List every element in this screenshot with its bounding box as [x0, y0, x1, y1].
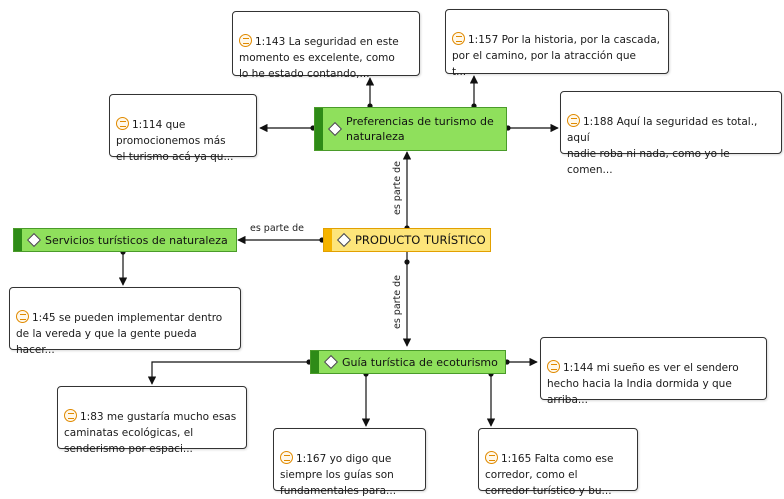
quotation-icon: [280, 451, 293, 464]
quotation-icon: [64, 409, 77, 422]
quote-1-45[interactable]: 1:45 se pueden implementar dentro de la …: [9, 287, 241, 356]
quote-text: 1:157 Por la historia, por la cascada, p…: [452, 34, 661, 78]
code-label: Guía turística de ecoturismo: [342, 355, 498, 369]
quotation-icon: [485, 451, 498, 464]
quote-1-167[interactable]: 1:167 yo digo que siempre los guías son …: [273, 428, 426, 497]
code-diamond-icon: [323, 354, 339, 370]
quote-text: 1:165 Falta como ese corredor, como el c…: [485, 453, 614, 497]
quote-text: 1:144 mi sueño es ver el sendero hecho h…: [547, 362, 739, 406]
quote-1-165[interactable]: 1:165 Falta como ese corredor, como el c…: [478, 428, 638, 497]
quote-1-83[interactable]: 1:83 me gustaría mucho esas caminatas ec…: [57, 386, 247, 455]
code-producto-turistico[interactable]: PRODUCTO TURÍSTICO: [323, 228, 491, 252]
edge-guia-q83: [147, 361, 309, 385]
code-preferencias[interactable]: Preferencias de turismo de naturaleza: [314, 107, 507, 151]
quote-text: 1:167 yo digo que siempre los guías son …: [280, 453, 397, 497]
quotation-icon: [567, 114, 580, 127]
quotation-icon: [239, 34, 252, 47]
code-label: Preferencias de turismo de naturaleza: [346, 115, 494, 143]
code-diamond-icon: [26, 232, 42, 248]
quote-1-144[interactable]: 1:144 mi sueño es ver el sendero hecho h…: [540, 337, 767, 406]
quote-text: 1:188 Aquí la seguridad es total., aquí …: [567, 116, 758, 176]
quote-1-188[interactable]: 1:188 Aquí la seguridad es total., aquí …: [560, 91, 782, 176]
quote-text: 1:114 que promocionemos más el turismo a…: [116, 119, 234, 163]
relation-label-servicios: es parte de: [250, 223, 304, 234]
quote-1-114[interactable]: 1:114 que promocionemos más el turismo a…: [109, 94, 257, 163]
quote-text: 1:45 se pueden implementar dentro de la …: [16, 312, 223, 356]
quotation-icon: [547, 360, 560, 373]
quote-text: 1:143 La seguridad en este momento es ex…: [239, 36, 399, 80]
quote-1-157[interactable]: 1:157 Por la historia, por la cascada, p…: [445, 9, 669, 78]
code-label: Servicios turísticos de naturaleza: [45, 233, 228, 247]
code-servicios[interactable]: Servicios turísticos de naturaleza: [13, 228, 237, 252]
quotation-icon: [452, 32, 465, 45]
quotation-icon: [116, 117, 129, 130]
relation-label-pref: es parte de: [392, 161, 403, 215]
code-diamond-icon: [336, 232, 352, 248]
quote-1-143[interactable]: 1:143 La seguridad en este momento es ex…: [232, 11, 420, 80]
code-label: PRODUCTO TURÍSTICO: [355, 232, 486, 247]
quotation-icon: [16, 310, 29, 323]
code-diamond-icon: [327, 121, 343, 137]
code-guia[interactable]: Guía turística de ecoturismo: [310, 350, 506, 374]
relation-label-guia: es parte de: [392, 275, 403, 329]
quote-text: 1:83 me gustaría mucho esas caminatas ec…: [64, 411, 237, 455]
